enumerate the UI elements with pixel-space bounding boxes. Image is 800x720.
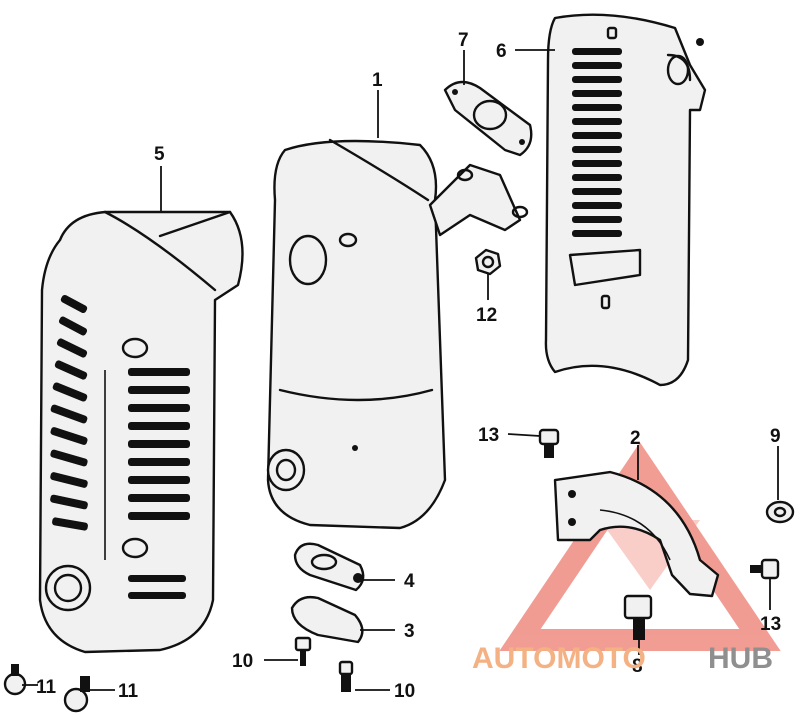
callout-9: 9 [770,426,781,447]
callout-8: 8 [632,656,643,677]
bolt-13a [538,428,560,458]
bolt-10a [294,636,312,666]
exhaust-nut [474,248,502,276]
callout-13a: 13 [478,425,499,446]
watermark-hub: HUB [708,642,773,675]
watermark-automoto: AUTOMOTO [472,642,646,675]
callout-11a: 11 [36,677,57,698]
muffler [266,138,529,530]
exhaust-gasket [443,80,533,157]
callout-10a: 10 [232,651,253,672]
callout-labels: 1 2 3 4 5 6 7 8 9 10 10 11 11 12 13 13 [36,30,781,702]
shield-right-slots [572,48,622,237]
cover-plate [290,595,364,644]
leader-lines [22,49,779,691]
callout-12: 12 [476,305,497,326]
bolt-8 [623,594,653,640]
heat-shield-right [544,13,707,387]
callout-2: 2 [630,428,641,449]
bolt-11b [63,676,90,713]
callout-4: 4 [404,571,415,592]
callout-7: 7 [458,30,469,51]
callout-1: 1 [372,70,383,91]
bolt-10b [338,660,354,692]
muffler-bracket [553,470,720,598]
bolt-13b [750,558,780,580]
washer [765,500,795,524]
watermark: AUTOMOTO HUB [472,642,773,675]
callout-10b: 10 [394,681,415,702]
callout-3: 3 [404,621,415,642]
callout-6: 6 [496,41,507,62]
port-gasket [293,542,365,592]
callout-5: 5 [154,144,165,165]
callout-11b: 11 [118,681,139,702]
shield-left-slots [50,294,190,599]
heat-shield-left [38,210,244,654]
callout-13b: 13 [760,614,781,635]
bolt-11a [3,664,27,696]
